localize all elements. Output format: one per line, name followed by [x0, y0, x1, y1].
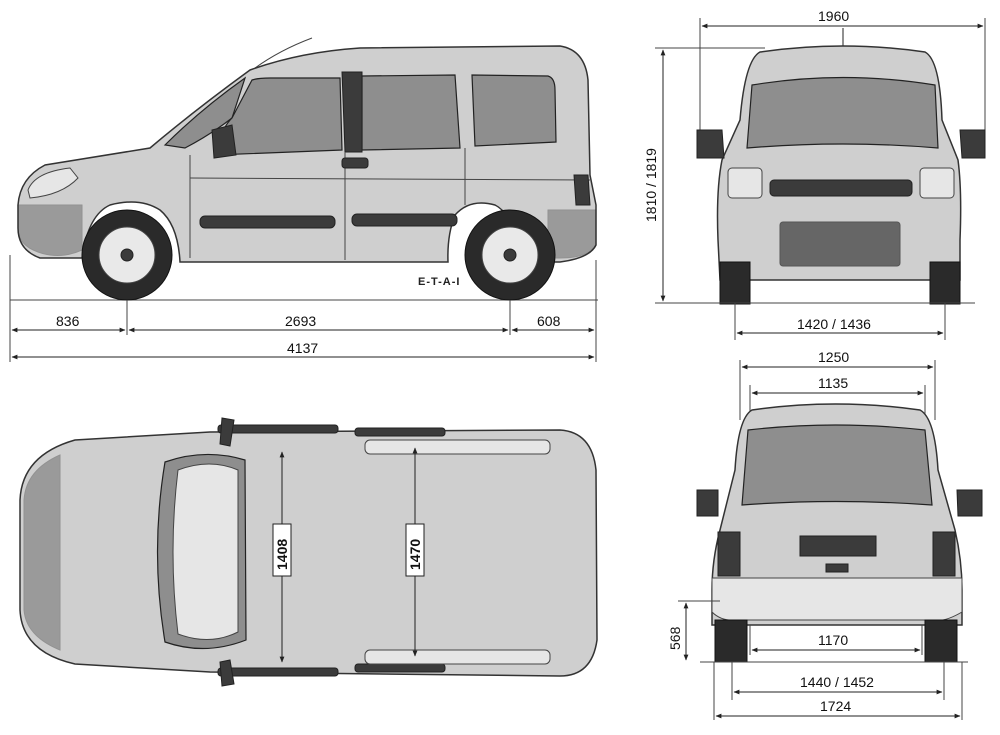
dim-wheelbase: 2693 [285, 313, 316, 329]
front-grille [769, 179, 913, 197]
windshield [163, 76, 247, 149]
roof-rail-left-front [217, 424, 339, 434]
b-pillar [341, 71, 363, 153]
front-windshield [746, 76, 939, 149]
front-view: 1960 1810 / 1819 1420 / 1436 [643, 8, 986, 340]
lower-intake [779, 221, 901, 267]
watermark: E-T-A-I [418, 276, 460, 288]
front-right-tyre [929, 261, 961, 305]
dim-overall-width: 1724 [820, 698, 851, 714]
door-handle [341, 157, 369, 169]
right-mirror [959, 129, 986, 159]
rear-side-window [471, 74, 557, 147]
dim-width-between-arches: 1170 [818, 632, 848, 648]
dim-rear-overhang: 608 [537, 313, 561, 329]
dim-front-overhang: 836 [56, 313, 80, 329]
label-box-1408 [272, 523, 292, 577]
left-headlight [727, 167, 763, 199]
dim-interior-width-front: 1408 [274, 539, 290, 570]
dim-load-sill-height: 568 [667, 626, 683, 650]
rear-window [741, 424, 933, 506]
front-wheel [81, 209, 173, 301]
side-mirror [211, 124, 237, 159]
dim-opening-width: 1135 [818, 375, 848, 391]
dim-opening-width-top: 1250 [818, 349, 849, 365]
left-mirror [696, 129, 725, 159]
dim-front-track: 1420 / 1436 [797, 316, 871, 332]
rear-view: 1250 1135 568 1170 1440 / 1452 1724 [667, 349, 983, 720]
roof-rail-right-front [217, 667, 339, 677]
left-rear-strip [364, 439, 551, 455]
dim-interior-width-rear: 1470 [407, 539, 423, 570]
rear-left-mirror [696, 489, 719, 517]
rear-wheel [464, 209, 556, 301]
rear-right-mirror [956, 489, 983, 517]
top-front-bumper [23, 454, 61, 651]
right-rear-strip [364, 649, 551, 665]
label-box-1470 [405, 523, 425, 577]
dim-overall-width-mirrors: 1960 [818, 8, 849, 24]
antenna [254, 37, 313, 69]
front-left-tyre [719, 261, 751, 305]
dim-height: 1810 / 1819 [643, 148, 659, 222]
dim-overall-length: 4137 [287, 340, 318, 356]
tailgate-handle [825, 563, 849, 573]
number-plate [799, 535, 877, 557]
headlight [27, 167, 79, 199]
top-view: 1408 1470 [19, 417, 598, 687]
right-headlight [919, 167, 955, 199]
roof-outline [19, 429, 598, 677]
rear-light [573, 174, 591, 206]
rear-bumper-view [711, 577, 963, 621]
sliding-door-window [361, 74, 461, 151]
front-door-strip [199, 215, 336, 229]
roof-rail-right-rear [354, 663, 446, 673]
rear-right-lamp [932, 531, 956, 577]
top-left-mirror [219, 417, 235, 447]
rear-bumper [547, 209, 597, 259]
top-right-mirror [219, 659, 235, 687]
side-view: E-T-A-I 836 2693 608 4137 [9, 37, 598, 362]
top-sunroof [172, 463, 239, 640]
rear-left-tyre [714, 619, 748, 663]
dim-rear-track: 1440 / 1452 [800, 674, 874, 690]
front-bumper [17, 204, 83, 256]
rear-right-tyre [924, 619, 958, 663]
rear-left-lamp [717, 531, 741, 577]
sliding-door-strip [351, 213, 458, 227]
roof-rail-left-rear [354, 427, 446, 437]
